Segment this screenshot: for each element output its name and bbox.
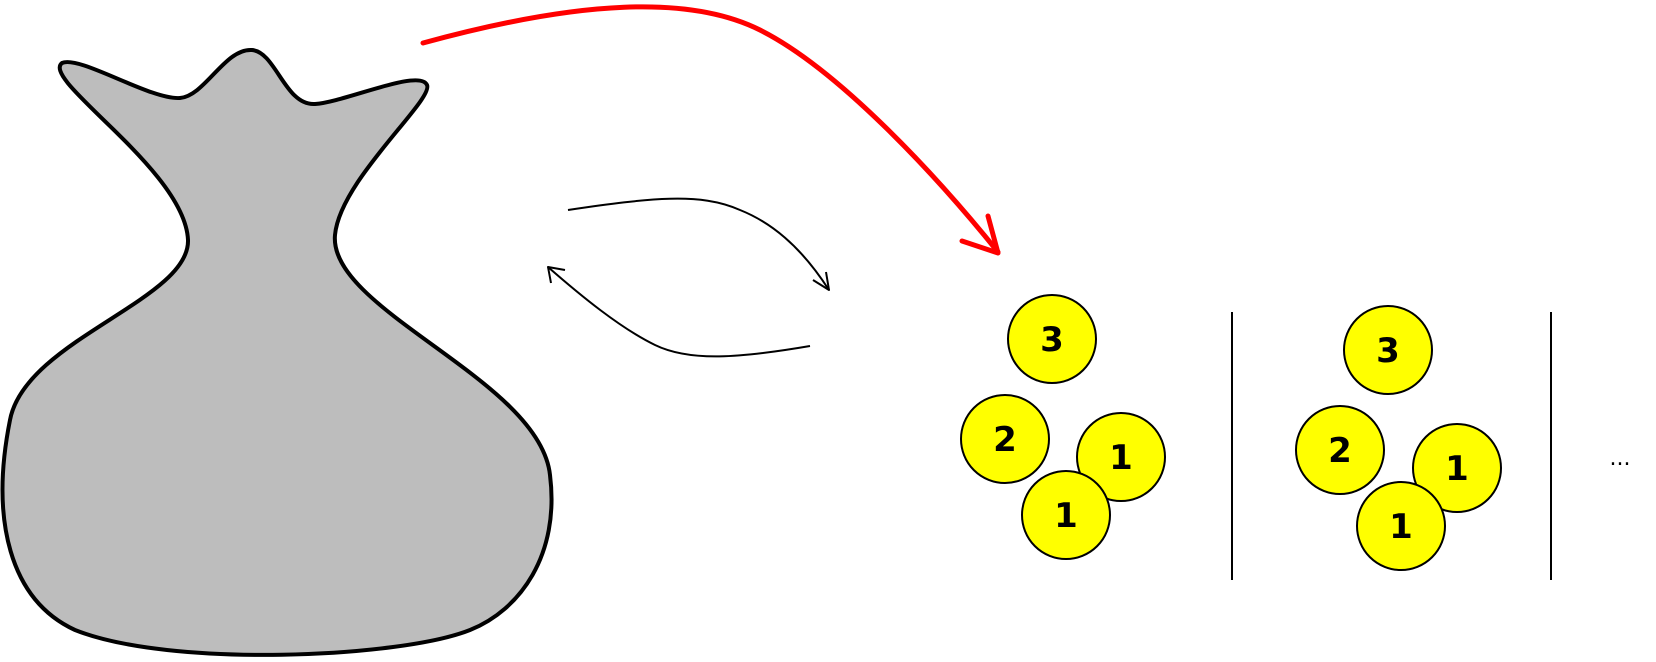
ball: 3: [1343, 305, 1433, 395]
ball: 1: [1021, 470, 1111, 560]
ball-label: 1: [1054, 496, 1078, 536]
exchange-arrow-forward-head: [812, 271, 830, 291]
ball-group-1: 3 2 1 1: [960, 294, 1166, 560]
ball: 2: [960, 394, 1050, 484]
ball: 3: [1007, 294, 1097, 384]
ball-label: 2: [993, 420, 1017, 460]
ball-group-2: 3 2 1 1: [1295, 305, 1502, 571]
exchange-arrow-backward: [547, 266, 811, 358]
ball-label: 1: [1389, 507, 1413, 547]
ball-label: 3: [1376, 331, 1400, 371]
ball: 1: [1076, 412, 1166, 502]
exchange-arrow-forward: [567, 197, 830, 291]
draw-arrow: [420, 4, 1001, 255]
draw-arrow-head: [959, 213, 1001, 256]
ball-label: 1: [1445, 449, 1469, 489]
ball-label: 3: [1040, 320, 1064, 360]
ball-label: 1: [1109, 438, 1133, 478]
ball-label: 2: [1328, 431, 1352, 471]
bag-shape: [0, 47, 554, 657]
ball: 1: [1412, 423, 1502, 513]
exchange-arrow-backward-head: [547, 266, 566, 284]
ball: 1: [1356, 481, 1446, 571]
ball: 2: [1295, 405, 1385, 495]
continuation-ellipsis: ...: [1610, 446, 1631, 471]
